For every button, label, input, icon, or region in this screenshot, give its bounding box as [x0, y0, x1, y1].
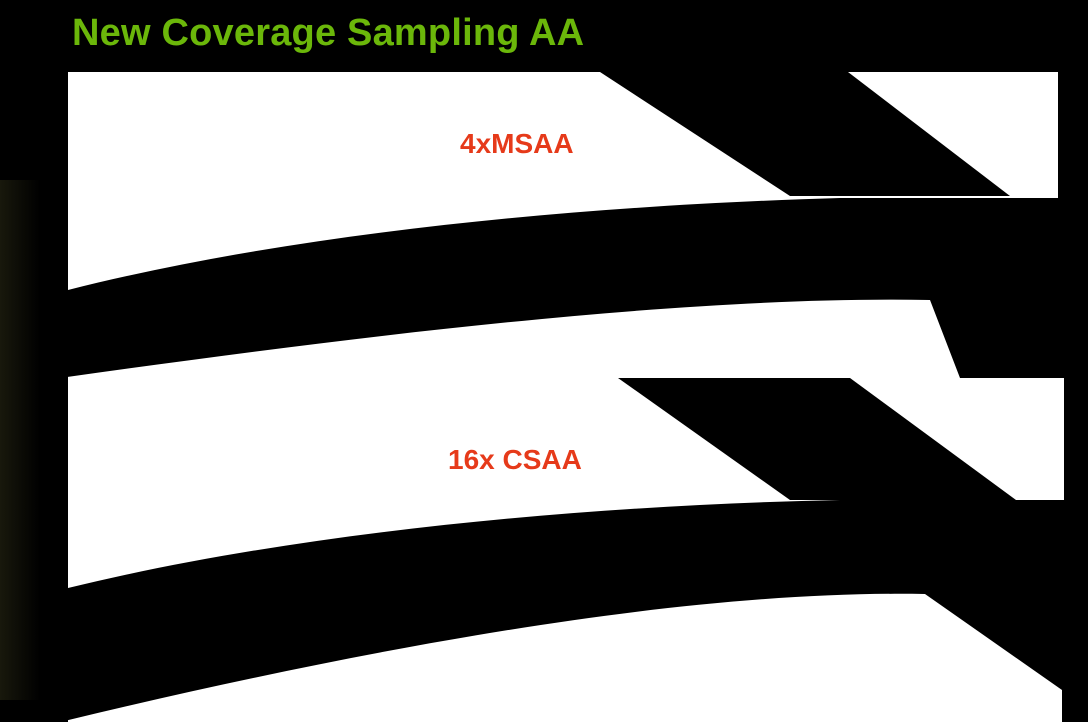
left-edge-shading [0, 180, 40, 700]
msaa-panel [68, 72, 1058, 378]
msaa-label: 4xMSAA [460, 128, 574, 159]
msaa-right-wedge [930, 296, 1058, 378]
csaa-panel [68, 378, 1064, 722]
msaa-curved-band [68, 198, 1058, 378]
msaa-diagonal-branch [600, 72, 1010, 196]
csaa-diagonal-branch [618, 378, 1016, 500]
csaa-label: 16x CSAA [448, 444, 582, 475]
slide-title: New Coverage Sampling AA [72, 12, 585, 54]
csaa-curved-band [68, 500, 1064, 722]
